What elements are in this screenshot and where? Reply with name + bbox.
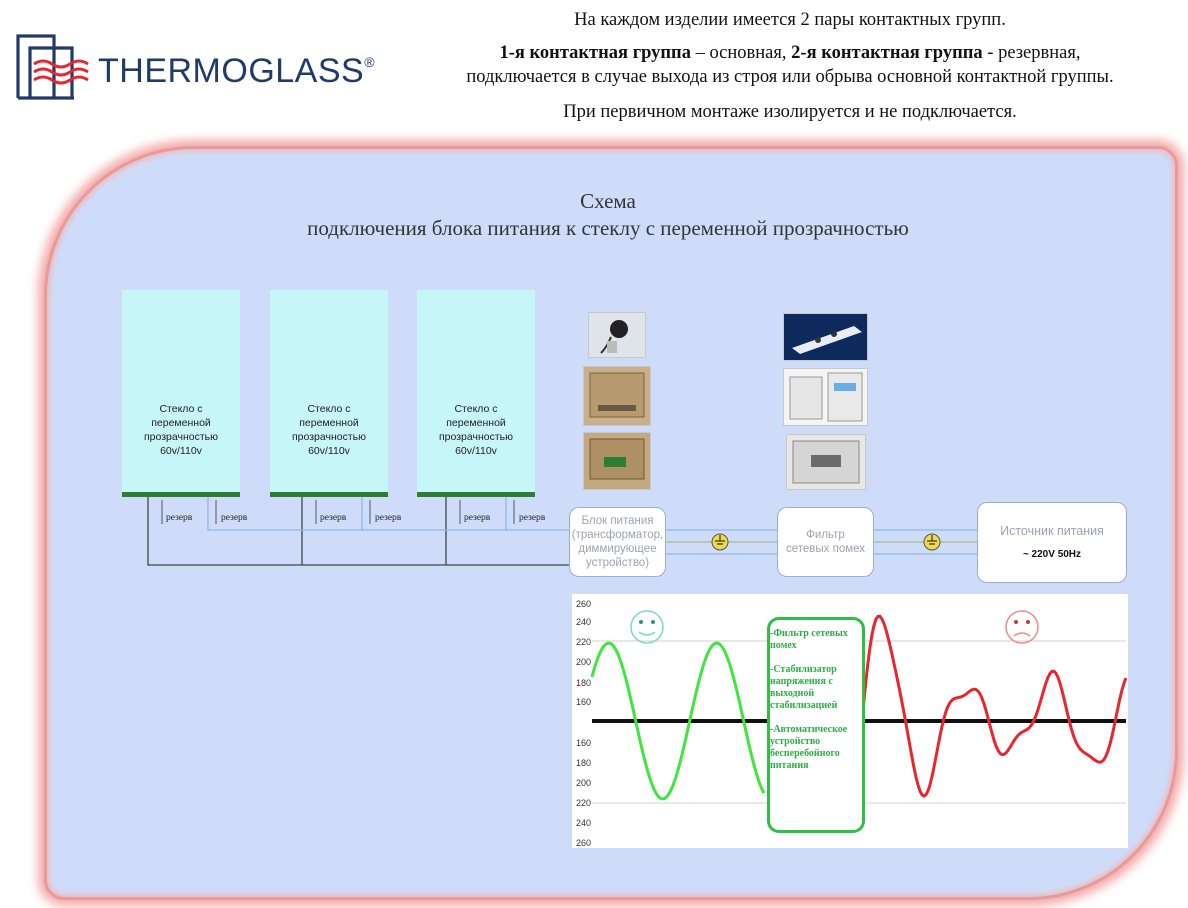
header-line-4: При первичном монтаже изолируется и не п… — [563, 102, 1017, 122]
tick-label: 240 — [576, 617, 592, 627]
header-line-3: подключается в случае выхода из строя ил… — [466, 67, 1114, 87]
ups-photo — [786, 434, 866, 490]
dimmer-photo — [588, 312, 646, 358]
thermoglass-logo — [16, 34, 89, 100]
wave-icon — [33, 59, 89, 85]
sad-face-icon — [1005, 610, 1039, 644]
protection-box — [767, 617, 865, 833]
power-source-block: Источник питания ~ 220V 50Hz — [977, 502, 1127, 583]
tick-label: 260 — [576, 599, 592, 609]
tick-label: 180 — [576, 758, 592, 768]
brand-name: THERMOGLASS® — [98, 52, 376, 90]
header-line-2: 1-я контактная группа – основная, 2-я ко… — [499, 43, 1081, 63]
stabilizer-photo — [783, 368, 868, 426]
unstable-voltage-wave — [860, 614, 1128, 798]
tick-label: 200 — [576, 657, 592, 667]
reserve-label: резерв — [464, 513, 491, 523]
happy-face-icon — [630, 610, 664, 644]
tick-label: 200 — [576, 778, 592, 788]
surge-protector-photo — [783, 313, 868, 361]
reserve-label: резерв — [519, 513, 546, 523]
ground-icon — [711, 533, 941, 551]
transformer-photo-2 — [583, 432, 651, 490]
tick-label: 160 — [576, 697, 592, 707]
tick-label: 160 — [576, 738, 592, 748]
diagram-subtitle: подключения блока питания к стеклу с пер… — [307, 216, 909, 240]
reserve-label: резерв — [320, 513, 347, 523]
building-icon — [16, 34, 74, 100]
header-line-1: На каждом изделии имеется 2 пары контакт… — [574, 10, 1006, 30]
tick-label: 240 — [576, 818, 592, 828]
reserve-label: резерв — [221, 513, 248, 523]
reserve-label: резерв — [166, 513, 193, 523]
normal-voltage-wave — [590, 641, 766, 801]
tick-label: 220 — [576, 798, 592, 808]
tick-label: 260 — [576, 838, 592, 848]
tick-label: 220 — [576, 637, 592, 647]
tick-label: 180 — [576, 678, 592, 688]
diagram-title: Схема — [580, 189, 636, 213]
transformer-photo — [583, 366, 651, 426]
reserve-label: резерв — [375, 513, 402, 523]
